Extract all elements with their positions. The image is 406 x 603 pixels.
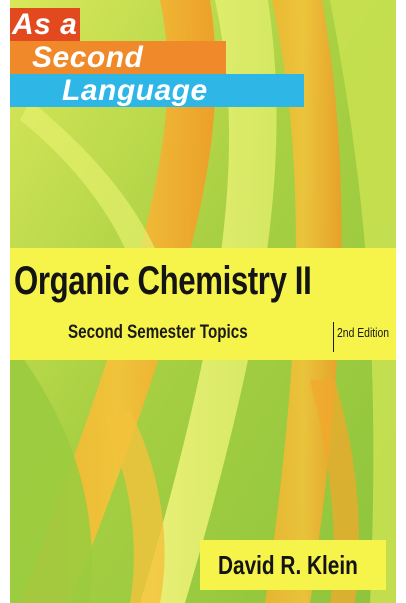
book-cover: As a Second Language [10,0,396,603]
book-title: Organic Chemistry II [14,259,312,303]
edition-label: 2nd Edition [337,325,390,340]
author-band [200,540,386,590]
book-subtitle: Second Semester Topics [68,322,248,343]
edition-divider [333,322,334,352]
author-name: David R. Klein [218,550,358,580]
series-ribbon-line1: As a [10,8,80,41]
series-ribbon-line2: Second [10,41,226,74]
series-ribbon-line3: Language [10,74,304,107]
title-band [10,248,396,360]
